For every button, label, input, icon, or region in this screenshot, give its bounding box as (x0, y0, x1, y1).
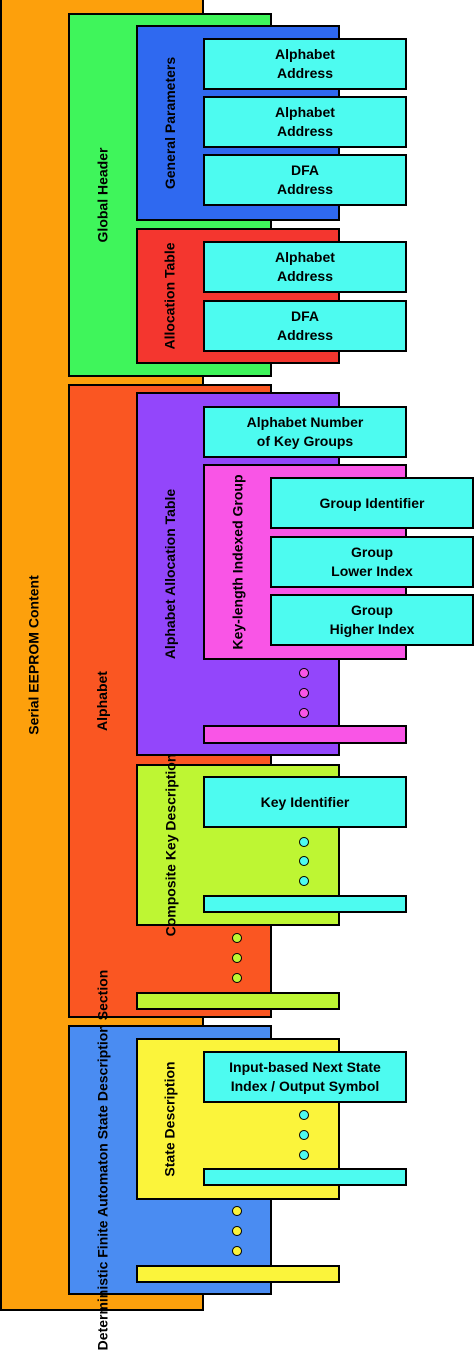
general-param-cell-2: Alphabet Address (203, 96, 407, 148)
state-description-label: State Description (162, 1061, 179, 1177)
general-param-cell-3: DFA Address (203, 154, 407, 206)
eeprom-content-label: Serial EEPROM Content (26, 574, 42, 735)
state-cell-repeat-bar (203, 1168, 407, 1186)
global-header-label: Global Header (94, 147, 111, 243)
ellipsis-dot (299, 837, 309, 847)
ellipsis-dot (232, 1226, 242, 1236)
ellipsis-dot (232, 1206, 242, 1216)
group-lower-index-cell: Group Lower Index (270, 536, 474, 588)
group-identifier-cell: Group Identifier (270, 477, 474, 529)
ellipsis-dot (299, 708, 309, 718)
ellipsis-dot (232, 933, 242, 943)
key-identifier-repeat-bar (203, 895, 407, 913)
general-param-cell-1: Alphabet Address (203, 38, 407, 90)
ellipsis-dot (299, 876, 309, 886)
allocation-cell-2: DFA Address (203, 300, 407, 352)
allocation-table-label: Allocation Table (162, 242, 178, 350)
ellipsis-dot (299, 856, 309, 866)
key-length-group-label: Key-length Indexed Group (229, 474, 246, 650)
ellipsis-dot (299, 688, 309, 698)
general-parameters-label: General Parameters (162, 56, 178, 190)
next-state-output-cell: Input-based Next State Index / Output Sy… (203, 1051, 407, 1103)
ellipsis-dot (299, 1110, 309, 1120)
state-description-repeat-bar (136, 1265, 340, 1283)
number-of-key-groups-cell: Alphabet Number of Key Groups (203, 406, 407, 458)
composite-key-repeat-bar (136, 992, 340, 1010)
ellipsis-dot (299, 668, 309, 678)
composite-key-label: Composite Key Description (162, 753, 179, 937)
alphabet-label: Alphabet (93, 671, 110, 731)
dfa-section-label: Deterministic Finite Automaton State Des… (94, 969, 110, 1350)
ellipsis-dot (232, 973, 242, 983)
ellipsis-dot (299, 1130, 309, 1140)
allocation-cell-1: Alphabet Address (203, 241, 407, 293)
ellipsis-dot (299, 1150, 309, 1160)
key-identifier-cell: Key Identifier (203, 776, 407, 828)
group-higher-index-cell: Group Higher Index (270, 594, 474, 646)
alphabet-allocation-table-label: Alphabet Allocation Table (162, 488, 179, 660)
ellipsis-dot (232, 1246, 242, 1256)
group-repeat-bar (203, 725, 407, 744)
ellipsis-dot (232, 953, 242, 963)
